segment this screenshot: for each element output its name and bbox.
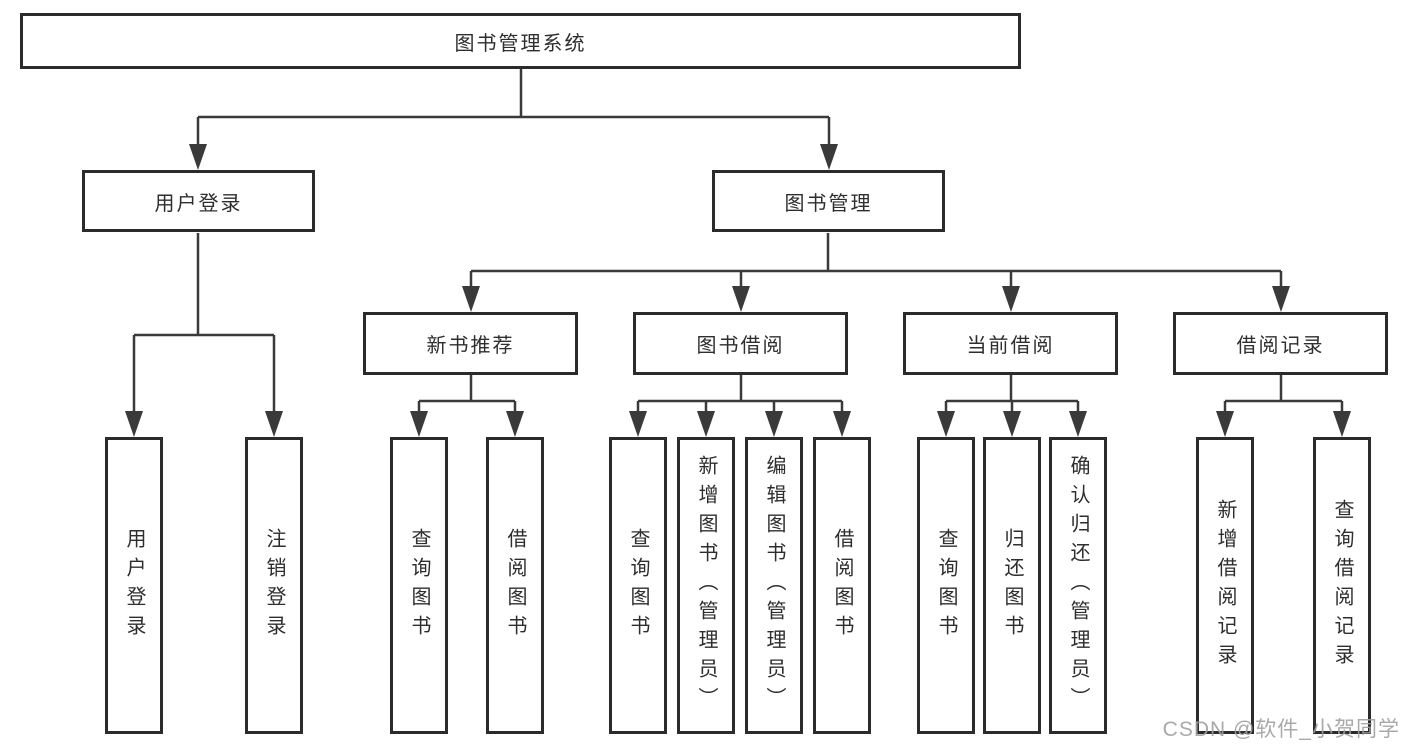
leaf-query-borrow-record: 查询借阅记录 (1313, 437, 1371, 734)
node-label: 查询图书 (627, 527, 649, 644)
node-book-borrowing: 图书借阅 (633, 312, 848, 375)
node-library-management-system: 图书管理系统 (20, 13, 1021, 69)
leaf-borrow-books-borrowing: 借阅图书 (813, 437, 871, 734)
leaf-user-login: 用户登录 (105, 437, 163, 734)
leaf-add-books-admin: 新增图书（管理员） (677, 437, 735, 734)
leaf-query-books-recommend: 查询图书 (390, 437, 448, 734)
watermark-text: CSDN @软件_小贺同学 (1162, 718, 1400, 741)
node-label: 借阅图书 (831, 527, 853, 644)
node-label: 用户登录 (154, 192, 243, 215)
node-label: 借阅图书 (504, 527, 526, 644)
node-label: 归还图书 (1001, 527, 1023, 644)
leaf-query-books-current: 查询图书 (917, 437, 975, 734)
node-label: 查询图书 (408, 527, 430, 644)
node-borrowing-records: 借阅记录 (1173, 312, 1388, 375)
node-current-borrowing: 当前借阅 (903, 312, 1118, 375)
node-label: 新增图书（管理员） (695, 455, 717, 716)
node-label: 图书管理 (784, 192, 873, 215)
leaf-confirm-return-admin: 确认归还（管理员） (1049, 437, 1107, 734)
node-label: 确认归还（管理员） (1067, 455, 1089, 716)
node-label: 查询图书 (935, 527, 957, 644)
node-label: 图书借阅 (696, 335, 785, 357)
node-label: 借阅记录 (1236, 335, 1325, 357)
node-user-login: 用户登录 (82, 170, 315, 232)
node-label: 新书推荐 (426, 335, 515, 357)
node-label: 当前借阅 (966, 335, 1055, 357)
node-new-book-recommendation: 新书推荐 (363, 312, 578, 375)
leaf-logout: 注销登录 (245, 437, 303, 734)
leaf-edit-books-admin: 编辑图书（管理员） (745, 437, 803, 734)
node-label: 查询借阅记录 (1331, 498, 1353, 673)
node-book-management: 图书管理 (712, 170, 945, 232)
node-label: 注销登录 (263, 527, 285, 644)
leaf-query-books-borrowing: 查询图书 (609, 437, 667, 734)
leaf-add-borrow-record: 新增借阅记录 (1196, 437, 1254, 734)
node-label: 用户登录 (123, 527, 145, 644)
leaf-borrow-books-recommend: 借阅图书 (486, 437, 544, 734)
node-label: 新增借阅记录 (1214, 498, 1236, 673)
node-label: 编辑图书（管理员） (763, 455, 785, 716)
node-label: 图书管理系统 (454, 32, 587, 55)
leaf-return-books: 归还图书 (983, 437, 1041, 734)
